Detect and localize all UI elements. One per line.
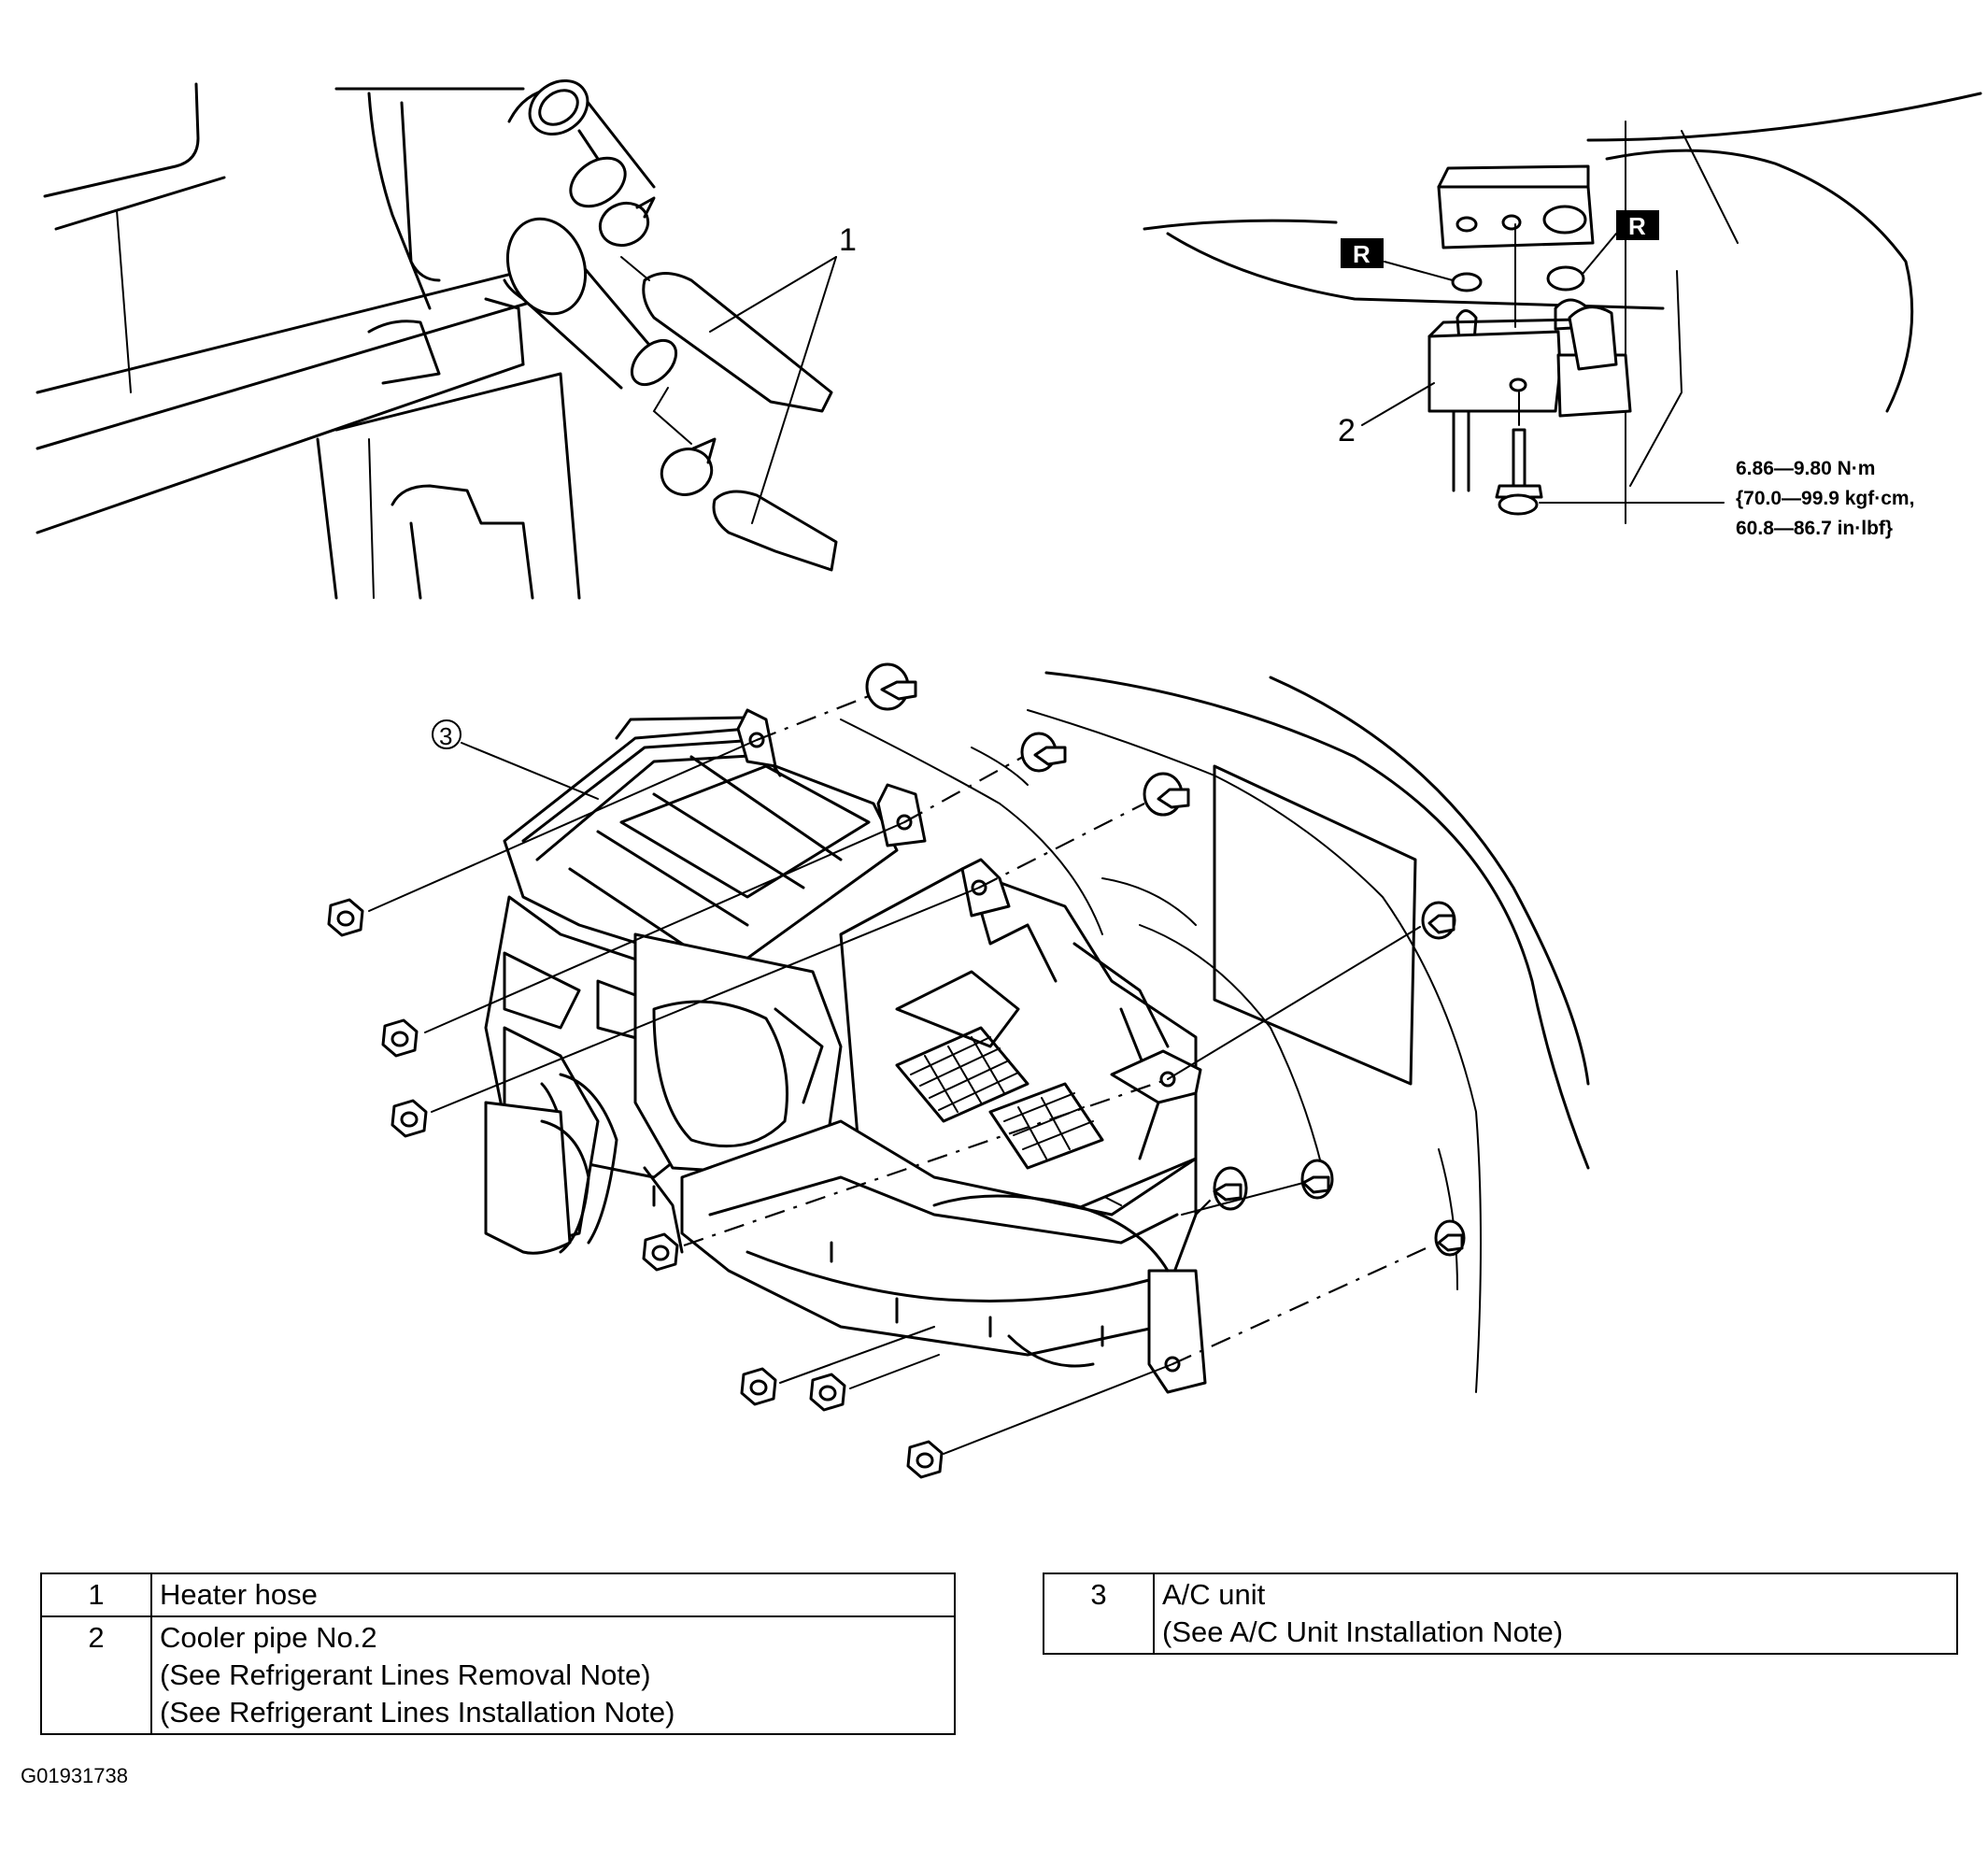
mounting-studs (865, 662, 1466, 1257)
torque-spec-inlbf: 60.8—86.7 in·lbf} (1736, 518, 1893, 539)
parts-legend-right: 3 A/C unit (See A/C Unit Installation No… (1043, 1572, 1958, 1655)
replace-mark-left (1341, 238, 1384, 268)
svg-text:R: R (1628, 212, 1646, 240)
callout-2: 2 (1338, 413, 1356, 448)
callout-1: 1 (839, 222, 857, 258)
legend-number: 1 (40, 1572, 152, 1617)
legend-row: 1 Heater hose (40, 1572, 956, 1617)
parts-legend-left: 1 Heater hose 2 Cooler pipe No.2 (See Re… (40, 1572, 956, 1735)
svg-text:R: R (1353, 240, 1370, 268)
legend-number: 3 (1043, 1572, 1155, 1655)
legend-description: Heater hose (150, 1572, 956, 1617)
mounting-nuts (327, 898, 944, 1479)
heater-hose-detail: 1 (36, 79, 857, 600)
callout-3: 3 (439, 722, 452, 750)
legend-row: 2 Cooler pipe No.2 (See Refrigerant Line… (40, 1615, 956, 1735)
torque-spec-kgf: {70.0—99.9 kgf·cm, (1736, 488, 1914, 509)
torque-spec-nm: 6.86—9.80 N·m (1736, 458, 1875, 479)
legend-description: Cooler pipe No.2 (See Refrigerant Lines … (150, 1615, 956, 1735)
exploded-diagram: 1 (36, 79, 1982, 1479)
legend-number: 2 (40, 1615, 152, 1735)
figure-code: G01931738 (21, 1764, 128, 1787)
legend-description: A/C unit (See A/C Unit Installation Note… (1153, 1572, 1958, 1655)
replace-mark-right (1616, 210, 1659, 240)
ac-unit-detail: 3 (327, 662, 1590, 1479)
legend-row: 3 A/C unit (See A/C Unit Installation No… (1043, 1572, 1958, 1655)
cooler-pipe-detail: R R 2 6.86—9.80 N·m {70.0—99.9 kgf·cm, 6… (1143, 92, 1982, 539)
